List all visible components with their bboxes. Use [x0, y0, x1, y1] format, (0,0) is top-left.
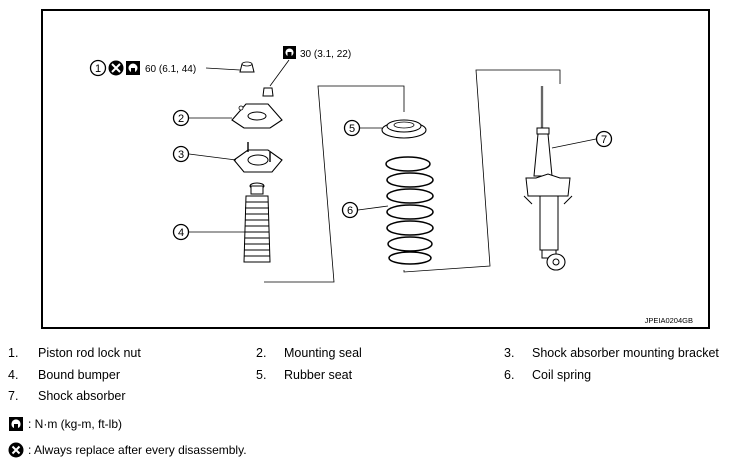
legend-label: Shock absorber: [38, 389, 126, 403]
shock-absorber-mounting-bracket: [233, 142, 283, 173]
torque-wrench-icon: [9, 417, 23, 431]
callout-7: [595, 130, 613, 148]
torque-wrench-icon: [283, 46, 296, 59]
callout-5: [343, 119, 361, 137]
diagram-frame: [41, 9, 710, 329]
replace-note-text: : Always replace after every disassembly…: [28, 442, 247, 457]
callout-2-label: 2: [178, 113, 184, 125]
legend-number: 2.: [256, 346, 267, 360]
bound-bumper: [243, 182, 271, 263]
legend-label: Bound bumper: [38, 368, 121, 382]
exploded-view-diagram: 1 60 (6.1, 44) 30 (3.1, 22) 2: [41, 9, 710, 329]
legend-number: 6.: [504, 368, 515, 382]
legend-label: Rubber seat: [284, 368, 353, 382]
legend-label: Coil spring: [532, 368, 592, 382]
callout-7-label: 7: [601, 134, 607, 146]
replace-part-icon: [8, 442, 24, 458]
callout-4-label: 4: [178, 227, 184, 239]
callout-6: [341, 201, 359, 219]
shock-absorber: [523, 86, 573, 271]
legend-number: 3.: [504, 346, 515, 360]
assembly-guide-lines: [264, 69, 561, 283]
torque-unit-text: : N·m (kg-m, ft-lb): [28, 416, 122, 431]
rubber-seat: [381, 119, 427, 139]
legend-number: 7.: [8, 389, 19, 403]
callout-3-label: 3: [178, 149, 184, 161]
piston-rod-lock-nut: [239, 61, 255, 73]
callout-3: [172, 145, 190, 163]
insulator-torque-spec: 30 (3.1, 22): [300, 49, 351, 60]
legend-label: Piston rod lock nut: [38, 346, 141, 360]
callout-2: [172, 109, 190, 127]
insulator-nut: [262, 87, 274, 97]
torque-wrench-icon: [126, 61, 140, 75]
legend-number: 5.: [256, 368, 267, 382]
callout-4: [172, 223, 190, 241]
coil-spring: [385, 156, 434, 265]
callout-5-label: 5: [349, 123, 355, 135]
callout-1-label: 1: [95, 63, 101, 75]
legend-label: Mounting seal: [284, 346, 362, 360]
legend-number: 1.: [8, 346, 19, 360]
nut-torque-spec: 60 (6.1, 44): [145, 64, 196, 75]
replace-note: : Always replace after every disassembly…: [8, 442, 247, 458]
callout-6-label: 6: [347, 205, 353, 217]
legend-number: 4.: [8, 368, 19, 382]
replace-part-icon: [108, 60, 124, 76]
torque-unit-note: : N·m (kg-m, ft-lb): [8, 416, 122, 432]
callout-1: 1: [89, 59, 107, 77]
mounting-seal: [231, 103, 283, 129]
legend-label: Shock absorber mounting bracket: [532, 346, 719, 360]
figure-code: JPEIA0204GB: [645, 316, 693, 325]
